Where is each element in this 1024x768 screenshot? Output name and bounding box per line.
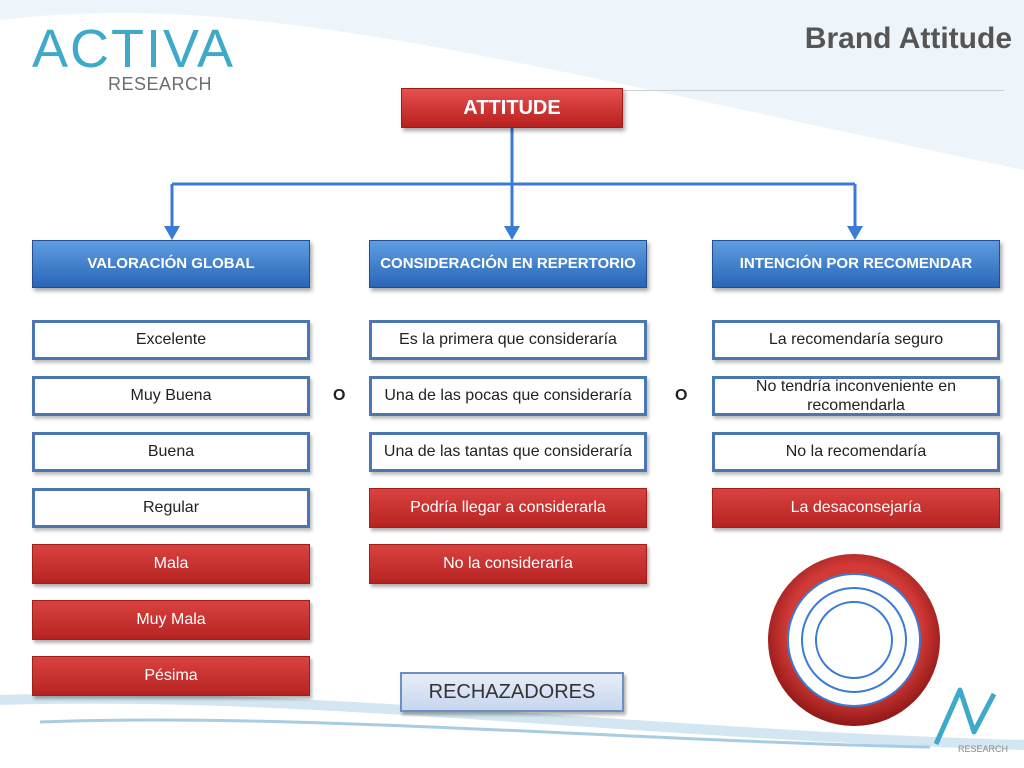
page-title: Brand Attitude: [804, 22, 1012, 55]
option-muy-buena: Muy Buena: [32, 376, 310, 416]
separator-o-2: O: [675, 387, 688, 404]
attitude-root-node: ATTITUDE: [401, 88, 623, 128]
option-primera-consideraria: Es la primera que consideraría: [369, 320, 647, 360]
option-buena: Buena: [32, 432, 310, 472]
option-recomendaria-seguro: La recomendaría seguro: [712, 320, 1000, 360]
category-intencion-recomendar: INTENCIÓN POR RECOMENDAR: [712, 240, 1000, 288]
option-desaconsejaria: La desaconsejaría: [712, 488, 1000, 528]
option-no-inconveniente: No tendría inconveniente en recomendarla: [712, 376, 1000, 416]
target-icon: [768, 554, 940, 726]
activa-research-logo: ACTIVA RESEARCH: [30, 12, 233, 112]
option-excelente: Excelente: [32, 320, 310, 360]
logo-wordmark: ACTIVA: [32, 19, 236, 79]
option-no-recomendaria: No la recomendaría: [712, 432, 1000, 472]
option-tantas-consideraria: Una de las tantas que consideraría: [369, 432, 647, 472]
title-divider: [520, 90, 1004, 91]
option-regular: Regular: [32, 488, 310, 528]
rechazadores-label: RECHAZADORES: [400, 672, 624, 712]
category-consideracion-repertorio: CONSIDERACIÓN EN REPERTORIO: [369, 240, 647, 288]
option-no-consideraria: No la consideraría: [369, 544, 647, 584]
footer-logo-subtitle: RESEARCH: [958, 744, 1009, 754]
option-muy-mala: Muy Mala: [32, 600, 310, 640]
footer-logo-icon: [933, 687, 997, 746]
option-pesima: Pésima: [32, 656, 310, 696]
option-podria-considerarla: Podría llegar a considerarla: [369, 488, 647, 528]
option-pocas-consideraria: Una de las pocas que consideraría: [369, 376, 647, 416]
logo-subtitle: RESEARCH: [108, 74, 213, 94]
option-mala: Mala: [32, 544, 310, 584]
category-valoracion-global: VALORACIÓN GLOBAL: [32, 240, 310, 288]
separator-o-1: O: [333, 387, 346, 404]
